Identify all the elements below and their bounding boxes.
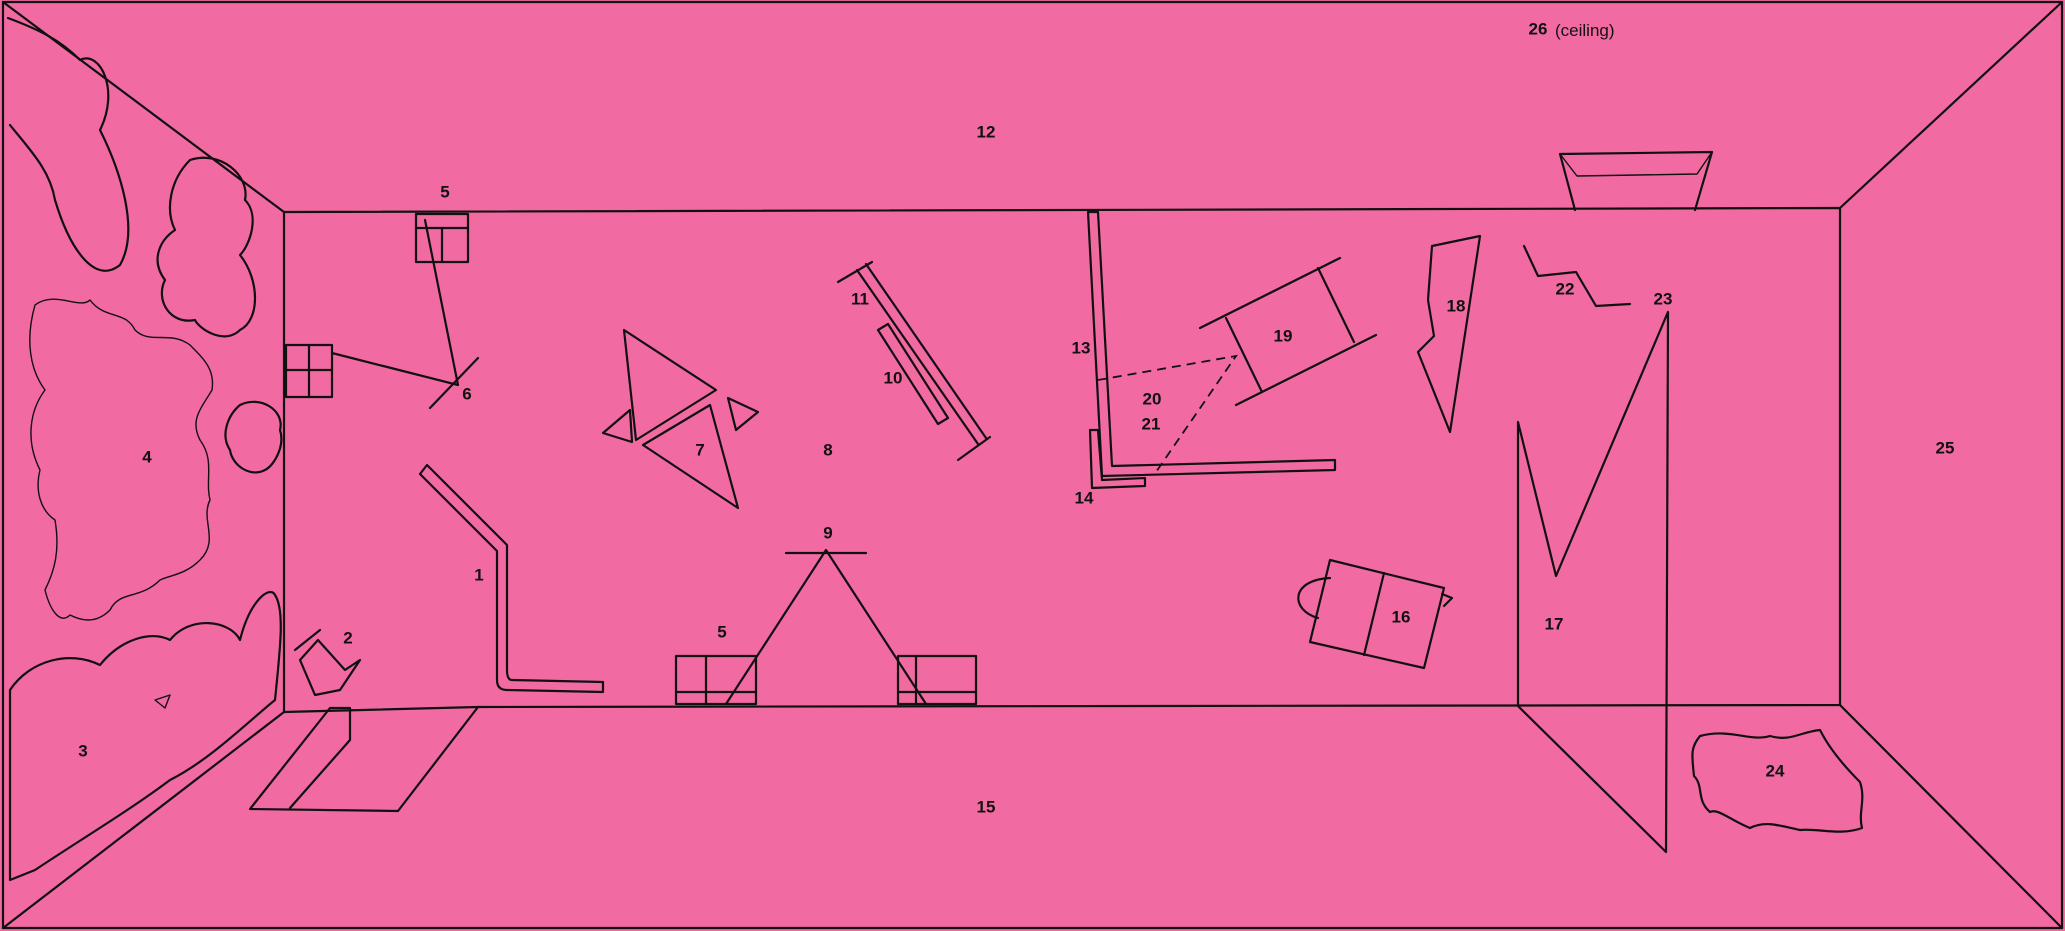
label-12: 12: [977, 122, 996, 141]
ceiling-notch-inner: [1560, 152, 1712, 176]
label-3: 3: [78, 741, 87, 760]
work-24-blob: [1692, 730, 1862, 832]
floor-platform: [250, 707, 478, 811]
label-5-bottom: 5: [717, 622, 726, 641]
label-6: 6: [462, 384, 471, 403]
ceiling-notch: [1560, 152, 1712, 210]
label-20: 20: [1143, 389, 1162, 408]
label-16: 16: [1392, 607, 1411, 626]
label-ceiling-note: (ceiling): [1555, 21, 1615, 40]
foliage-4: [30, 299, 213, 620]
work-1-rod: [420, 465, 603, 692]
work-6-lines: [332, 220, 458, 385]
label-21: 21: [1142, 414, 1161, 433]
wall-edge-top-right: [1840, 2, 2062, 208]
foliage-shrub: [158, 158, 255, 337]
label-17: 17: [1545, 614, 1564, 633]
label-18: 18: [1447, 296, 1466, 315]
label-11: 11: [851, 289, 869, 308]
work-16-box: [1298, 560, 1452, 668]
outer-frame: [3, 2, 2062, 928]
number-labels: 1 2 3 4 5 5 6 7 8 9 10 11 12 13 14 15 16…: [78, 19, 1954, 816]
work-22-chain: [1524, 246, 1630, 306]
label-9: 9: [823, 523, 832, 542]
work-7-triangles: [603, 330, 758, 508]
label-25: 25: [1936, 438, 1955, 457]
label-10: 10: [884, 368, 903, 387]
wall-edge-bottom-right: [1840, 705, 2062, 928]
label-24: 24: [1766, 761, 1785, 780]
wall-edge-bottom-left: [3, 712, 284, 928]
foliage-top: [8, 18, 128, 271]
label-23: 23: [1654, 289, 1673, 308]
label-1: 1: [474, 565, 483, 584]
label-15: 15: [977, 797, 996, 816]
label-2: 2: [343, 628, 352, 647]
label-19: 19: [1274, 326, 1293, 345]
foliage-mark: [155, 695, 170, 708]
back-wall: [284, 208, 1840, 712]
foliage-3: [10, 592, 281, 880]
label-26: 26: [1529, 19, 1548, 38]
work-13-14-bars: [1088, 212, 1335, 488]
label-14: 14: [1075, 488, 1094, 507]
work-17-23-zigzag: [1518, 312, 1668, 852]
label-13: 13: [1072, 338, 1091, 357]
label-4: 4: [142, 447, 152, 466]
label-5-top: 5: [440, 182, 449, 201]
label-7: 7: [695, 440, 704, 459]
work-18-sculpture: [1418, 236, 1480, 432]
foliage-small: [225, 402, 281, 473]
box-bottom-left: [676, 656, 756, 704]
work-5-boxes: [286, 214, 976, 704]
label-8: 8: [823, 440, 832, 459]
room-walls: [3, 2, 2062, 928]
label-22: 22: [1556, 279, 1575, 298]
work-20-21-dashed: [1098, 356, 1236, 472]
